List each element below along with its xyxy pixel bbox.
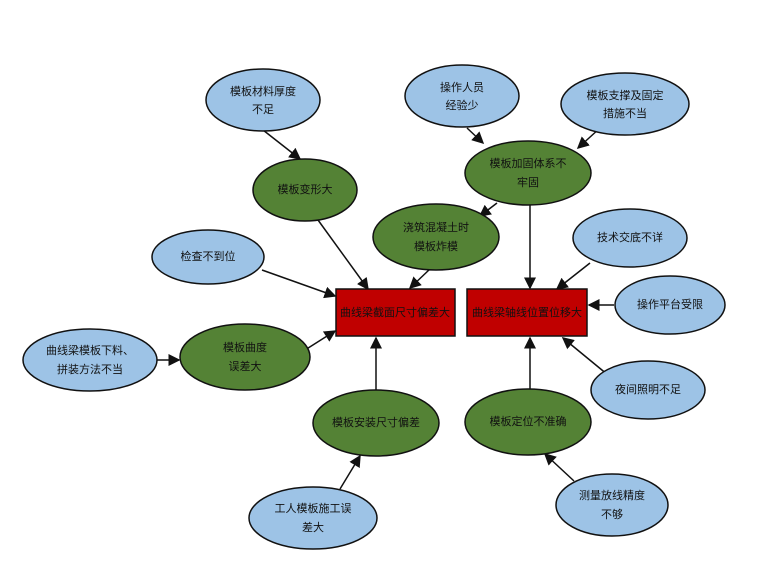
node-position: 模板定位不准确 <box>464 388 592 456</box>
node-label: 测量放线精度 <box>579 488 645 502</box>
arrows <box>157 127 614 490</box>
arrow <box>339 454 361 490</box>
arrow <box>561 337 609 376</box>
node-label: 措施不当 <box>603 106 647 120</box>
arrow <box>261 269 337 299</box>
node-label: 不足 <box>252 103 274 116</box>
node-label: 操作平台受限 <box>637 297 703 311</box>
node-label: 误差大 <box>229 359 262 373</box>
node-install: 模板安装尺寸偏差 <box>312 389 440 457</box>
node-label: 模板定位不准确 <box>490 414 567 428</box>
arrow <box>555 262 591 290</box>
node-label: 模板材料厚度 <box>230 84 296 98</box>
node-label: 浇筑混凝土时 <box>403 220 469 234</box>
node-label: 模板变形大 <box>278 182 333 196</box>
node-cutting: 曲线梁模板下料、拼装方法不当 <box>22 328 158 392</box>
node-platform: 操作平台受限 <box>614 275 726 335</box>
node-label: 夜间照明不足 <box>615 382 681 396</box>
node-label: 模板曲度 <box>223 340 267 354</box>
effect-section-deviation: 曲线梁截面尺寸偏差大 <box>335 288 456 337</box>
node-label: 技术交底不详 <box>597 230 663 244</box>
node-label: 牢固 <box>517 175 539 189</box>
node-label: 不够 <box>601 508 623 521</box>
arrow <box>408 268 431 290</box>
node-briefing: 技术交底不详 <box>572 208 688 268</box>
node-label: 检查不到位 <box>181 249 236 263</box>
node-inspect: 检查不到位 <box>151 229 265 285</box>
node-label: 曲线梁轴线位置位移大 <box>472 305 582 319</box>
node-label: 模板加固体系不 <box>490 156 567 170</box>
node-lighting: 夜间照明不足 <box>590 360 706 420</box>
arrow <box>466 127 485 145</box>
node-label: 模板支撑及固定 <box>587 88 664 102</box>
node-label: 工人模板施工误 <box>275 501 352 515</box>
node-deform: 模板变形大 <box>252 158 358 222</box>
node-label: 操作人员 <box>440 80 484 94</box>
node-label: 差大 <box>302 520 324 534</box>
node-label: 曲线梁截面尺寸偏差大 <box>340 305 450 319</box>
arrow <box>478 202 498 217</box>
node-label: 曲线梁模板下料、 <box>46 343 134 357</box>
arrow <box>304 330 337 351</box>
node-label: 经验少 <box>446 98 479 112</box>
arrow <box>543 452 575 482</box>
arrow <box>317 219 369 291</box>
arrow <box>262 129 302 160</box>
effect-axis-displacement: 曲线梁轴线位置位移大 <box>466 288 588 337</box>
node-label: 模板安装尺寸偏差 <box>332 415 420 429</box>
node-label: 拼装方法不当 <box>57 362 123 376</box>
node-label: 模板炸模 <box>414 239 458 253</box>
